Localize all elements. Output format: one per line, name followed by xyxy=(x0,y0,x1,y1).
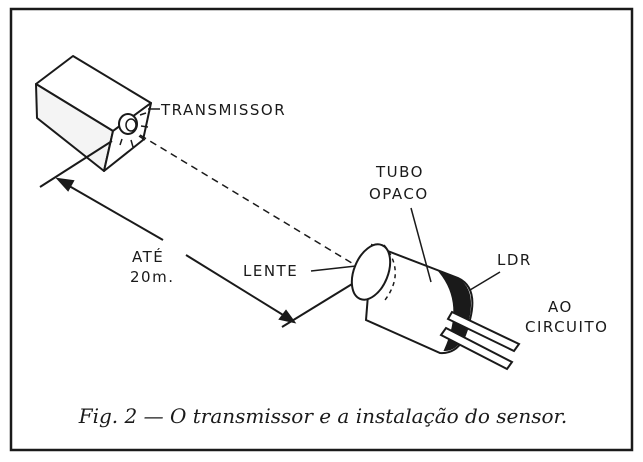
lens-label: LENTE xyxy=(243,262,298,280)
tube-label-line1: TUBO xyxy=(375,163,424,181)
ldr-sensor-band xyxy=(437,269,471,352)
ldr-label: LDR xyxy=(497,251,532,269)
light-rays xyxy=(119,112,149,148)
tube-leader xyxy=(410,207,432,283)
figure-frame xyxy=(9,7,634,452)
distance-extension-start xyxy=(39,140,113,188)
sensor-lead-upper xyxy=(446,310,521,353)
distance-arrowhead-start xyxy=(55,177,75,192)
sensor-leads xyxy=(439,310,521,371)
transmitter-label: TRANSMISSOR xyxy=(160,101,286,119)
distance-arrow xyxy=(55,177,297,324)
transmitter-front-face xyxy=(103,102,152,172)
distance-extension-end xyxy=(281,280,358,328)
lens-leader xyxy=(310,265,357,272)
transmitter-lamp xyxy=(118,113,138,135)
distance-label-line1: ATÉ xyxy=(132,247,164,266)
output-label-line2: CIRCUITO xyxy=(525,318,608,336)
opaque-tube xyxy=(350,243,474,355)
ldr-leader xyxy=(469,271,501,291)
light-beam-path xyxy=(139,134,361,269)
sensor-lead-lower xyxy=(439,326,514,371)
tube-label-line2: OPACO xyxy=(369,185,429,203)
output-label-line1: AO xyxy=(548,298,573,316)
figure-caption: Fig. 2 — O transmissor e a instalação do… xyxy=(78,404,568,428)
transmitter-lamp-rim xyxy=(125,118,137,132)
distance-label-line2: 20m. xyxy=(130,268,174,286)
transmitter-box xyxy=(35,55,152,172)
distance-arrowhead-end xyxy=(278,309,297,324)
